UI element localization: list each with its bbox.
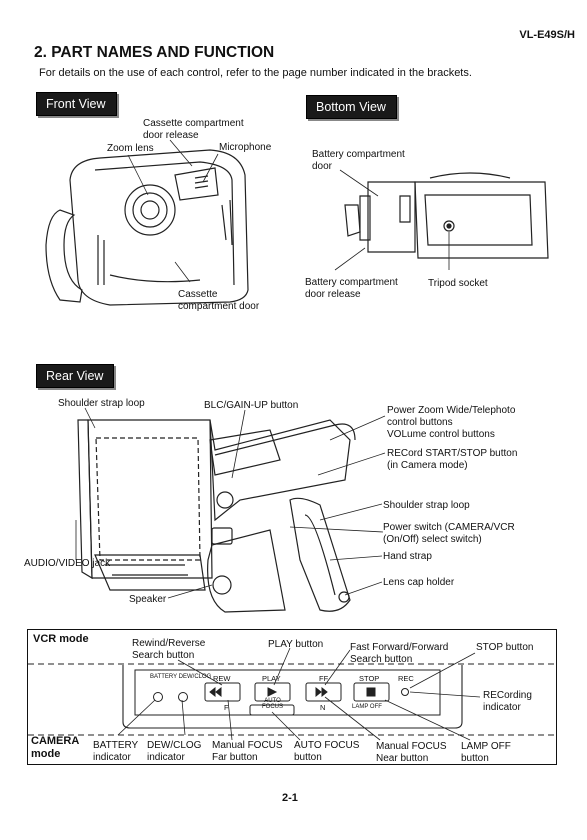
rec-indicator: REC [398, 674, 414, 683]
label-battery-indicator: BATTERY indicator [93, 740, 139, 763]
page-number: 2-1 [282, 792, 298, 804]
label-manual-near: Manual FOCUS Near button [376, 741, 447, 764]
label-audio-video: AUDIO/VIDEO jack [24, 558, 111, 569]
label-ff: Fast Forward/Forward Search button [350, 642, 449, 665]
bottom-view-tag: Bottom View [306, 95, 397, 119]
label-manual-far: Manual FOCUS Far button [212, 740, 283, 763]
ctl-battery-dewclog: BATTERY DEW/CLOG [150, 674, 212, 680]
label-zoom-lens: Zoom lens [107, 143, 154, 154]
label-lens-cap: Lens cap holder [383, 577, 455, 588]
label-shoulder-strap-right: Shoulder strap loop [383, 500, 470, 511]
camera-mode-heading: CAMERA mode [31, 735, 80, 760]
play-button[interactable]: PLAY [262, 674, 281, 683]
label-dewclog-indicator: DEW/CLOG indicator [147, 740, 202, 763]
label-speaker: Speaker [129, 594, 167, 605]
label-power-switch: Power switch (CAMERA/VCR (On/Off) select… [383, 522, 515, 545]
label-tripod-socket: Tripod socket [428, 278, 488, 289]
label-auto-focus: AUTO FOCUS button [294, 740, 360, 763]
label-microphone: Microphone [219, 142, 272, 153]
vcr-mode-heading: VCR mode [33, 633, 89, 645]
focus-near-mark: N [320, 703, 326, 712]
lamp-off-button[interactable]: LAMP OFF [352, 704, 382, 710]
label-blc-gain: BLC/GAIN-UP button [204, 400, 299, 411]
label-cassette-door: Cassette compartment door [178, 289, 260, 312]
label-hand-strap: Hand strap [383, 551, 432, 562]
front-camera-illustration [45, 149, 249, 306]
bottom-camera-illustration [344, 172, 549, 259]
auto-focus-button[interactable]: AUTO FOCUS [262, 698, 283, 710]
rew-button[interactable]: REW [213, 674, 231, 683]
label-cassette-release: Cassette compartment door release [143, 118, 244, 141]
label-record: RECord START/STOP button (in Camera mode… [387, 448, 518, 471]
label-stop: STOP button [476, 642, 534, 653]
front-view-tag: Front View [36, 92, 117, 116]
label-battery-release: Battery compartment door release [305, 277, 398, 300]
label-battery-door: Battery compartment door [312, 149, 405, 172]
label-shoulder-strap-top: Shoulder strap loop [58, 398, 145, 409]
section-title: 2. PART NAMES AND FUNCTION [34, 44, 275, 61]
label-recording: RECording indicator [483, 690, 532, 713]
section-intro: For details on the use of each control, … [39, 67, 472, 79]
label-rewind: Rewind/Reverse Search button [132, 638, 206, 661]
label-lamp-off: LAMP OFF button [461, 741, 511, 764]
model-number: VL-E49S/H [519, 29, 575, 41]
ff-button[interactable]: FF [319, 674, 329, 683]
rear-view-tag: Rear View [36, 364, 115, 388]
control-panel-box [27, 629, 557, 765]
focus-far-mark: F [224, 703, 229, 712]
label-play: PLAY button [268, 639, 324, 650]
label-power-zoom: Power Zoom Wide/Telephoto control button… [387, 405, 516, 440]
stop-button[interactable]: STOP [359, 674, 380, 683]
rear-camera-illustration [77, 419, 356, 613]
